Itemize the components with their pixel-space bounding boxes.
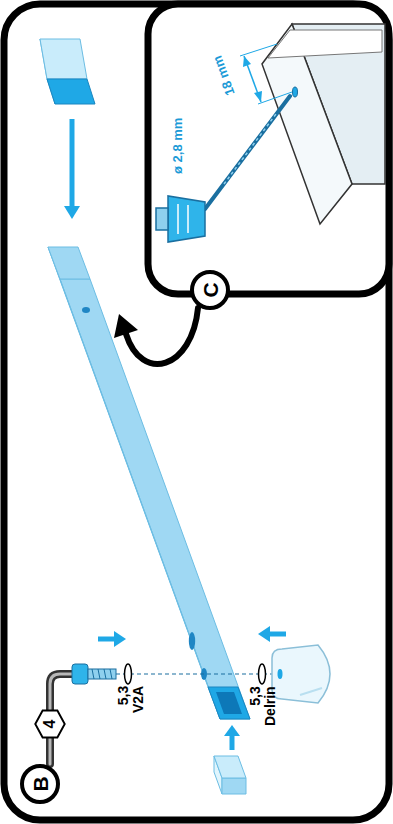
step-badge: B xyxy=(20,764,60,804)
washer-label: 5,3 V2A xyxy=(116,686,147,713)
badge-text: B xyxy=(30,776,51,791)
dimension-label: ø 2,8 mm xyxy=(171,118,185,174)
hex-shape xyxy=(35,711,64,738)
detail-badge: C xyxy=(190,270,230,310)
dimension-label: 18 mm xyxy=(210,54,238,98)
badge-text: C xyxy=(200,282,221,297)
washer-label: 5,3 Delrin xyxy=(248,686,279,726)
badge-text: 4 xyxy=(42,720,58,729)
hex-size-badge: 4 xyxy=(34,708,66,740)
